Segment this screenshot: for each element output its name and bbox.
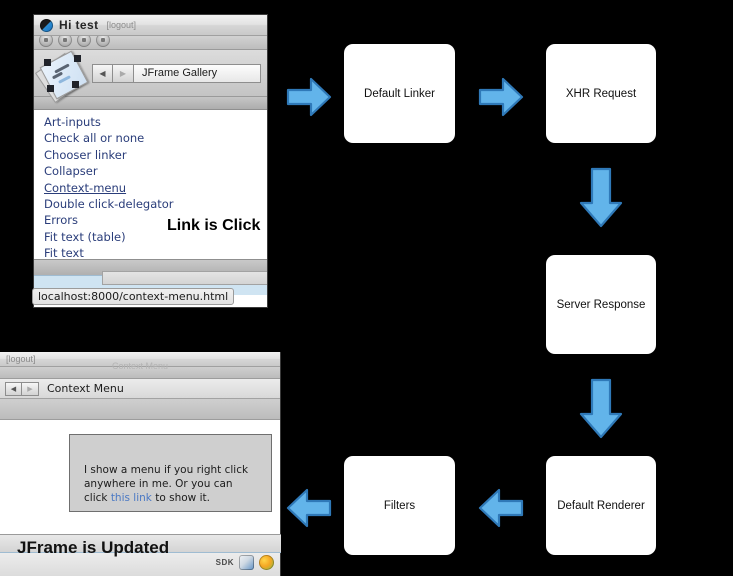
arrow-filters-out (286, 485, 332, 531)
top-window-titlebar: Hi test [logout] (34, 15, 267, 36)
context-text-before: I show a menu if you right click anywher… (84, 464, 249, 504)
photo-corner-1 (44, 59, 51, 66)
link-is-click-note: Link is Click (167, 217, 261, 234)
arrow-linker-to-xhr (478, 74, 524, 120)
gallery-link-errors[interactable]: Errors (44, 213, 79, 228)
dot-button-row (34, 36, 267, 50)
arrow-into-linker (286, 74, 332, 120)
breadcrumb: ◀ ▶ Context Menu (0, 379, 280, 399)
bottom-window-titlebar: [logout] Context Menu (0, 352, 280, 371)
top-window-trough[interactable] (102, 271, 267, 285)
status-url-tooltip: localhost:8000/context-menu.html (32, 288, 235, 305)
breadcrumb-label: Context Menu (47, 382, 124, 395)
top-window-toolbar: ◀ ▶ JFrame Gallery (34, 50, 267, 103)
swirl-icon[interactable] (259, 555, 274, 570)
context-menu-instructions: I show a menu if you right click anywher… (70, 435, 271, 505)
arrow-renderer-to-filters (478, 485, 524, 531)
dot-button-4[interactable] (96, 36, 110, 47)
breadcrumb-nav-group: ◀ ▶ (5, 381, 39, 396)
sdk-label: SDK (215, 558, 234, 567)
updated-banner-strip (0, 534, 281, 553)
arrow-server-to-renderer (578, 378, 624, 440)
gallery-link-chooser-linker[interactable]: Chooser linker (44, 147, 127, 162)
context-text-after: to show it. (151, 492, 210, 504)
top-window-content: Art-inputs Check all or none Chooser lin… (34, 110, 267, 259)
gallery-link-context-menu[interactable]: Context-menu (44, 180, 127, 195)
gallery-link-check-all-or-none[interactable]: Check all or none (44, 131, 145, 146)
bottom-window-graybar-2 (0, 399, 280, 420)
gallery-link-double-click-delegator[interactable]: Double click-delegator (44, 197, 174, 212)
dot-button-3[interactable] (77, 36, 91, 47)
jframe-gallery-window: Hi test [logout] ◀ ▶ (33, 14, 268, 308)
toolbar-nav-group: ◀ ▶ JFrame Gallery (92, 63, 261, 83)
photo-corner-2 (74, 55, 81, 62)
jframe-updated-banner: JFrame is Updated (17, 538, 170, 557)
top-window-subbar (34, 97, 267, 110)
greeting-label: Hi test (59, 18, 99, 32)
node-server-response[interactable]: Server Response (546, 255, 656, 354)
node-default-renderer[interactable]: Default Renderer (546, 456, 656, 555)
node-xhr-request[interactable]: XHR Request (546, 44, 656, 143)
bottom-window-graybar (0, 367, 280, 379)
user-circle-icon (40, 18, 53, 32)
gallery-link-fit-text[interactable]: Fit text (44, 246, 84, 259)
back-button[interactable]: ◀ (92, 63, 113, 83)
forward-button[interactable]: ▶ (113, 63, 134, 83)
photo-corner-4 (72, 81, 79, 88)
node-default-linker[interactable]: Default Linker (344, 44, 455, 143)
bottom-window-ghost-title: Context Menu (111, 361, 169, 371)
bottom-logout-link[interactable]: [logout] (6, 354, 36, 364)
logout-link[interactable]: [logout] (106, 20, 137, 30)
dot-button-1[interactable] (39, 36, 53, 47)
gallery-link-art-inputs[interactable]: Art-inputs (44, 115, 101, 129)
arrow-xhr-to-server (578, 167, 624, 229)
photo-corner-3 (47, 85, 54, 92)
context-show-menu-link[interactable]: this link (110, 492, 152, 504)
dot-button-2[interactable] (58, 36, 72, 47)
location-field[interactable]: JFrame Gallery (134, 63, 261, 83)
gallery-link-collapser[interactable]: Collapser (44, 164, 98, 179)
document-icon[interactable] (239, 555, 254, 570)
breadcrumb-back-button[interactable]: ◀ (5, 381, 22, 396)
breadcrumb-forward-button[interactable]: ▶ (22, 381, 39, 396)
gallery-link-fit-text-table[interactable]: Fit text (table) (44, 229, 126, 244)
gallery-link-list: Art-inputs Check all or none Chooser lin… (34, 110, 267, 259)
context-menu-target-box[interactable]: I show a menu if you right click anywher… (69, 434, 272, 512)
photo-stack-icon (35, 50, 89, 103)
node-filters[interactable]: Filters (344, 456, 455, 555)
